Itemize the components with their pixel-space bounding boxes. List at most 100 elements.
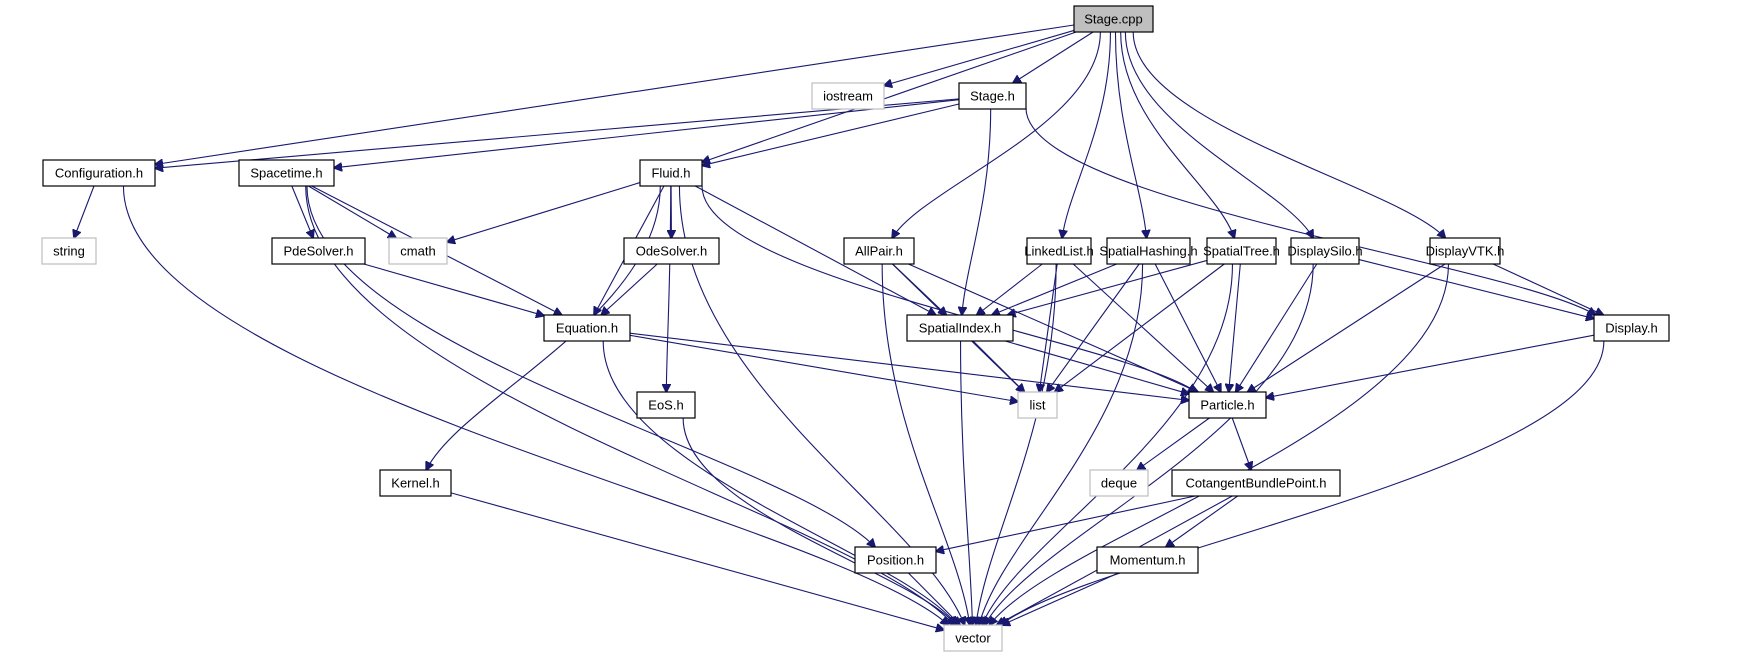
- node-label: Kernel.h: [391, 476, 439, 491]
- edge-stage_cpp-to-iostream: [884, 29, 1075, 85]
- node-label: list: [1030, 398, 1046, 413]
- edge-spatialtree_h-to-particle_h: [1229, 263, 1241, 392]
- node-label: SpatialIndex.h: [919, 321, 1001, 336]
- node-vector: vector: [943, 624, 1003, 652]
- node-box: [238, 159, 335, 187]
- node-particle-h[interactable]: Particle.h: [1188, 391, 1267, 419]
- node-fluid-h[interactable]: Fluid.h: [639, 159, 703, 187]
- node-allpair-h[interactable]: AllPair.h: [843, 237, 915, 265]
- node-box: [1593, 314, 1670, 342]
- edge-configuration_h-to-vector: [122, 185, 948, 625]
- node-label: Fluid.h: [651, 166, 690, 181]
- node-spatialhashing-h[interactable]: SpatialHashing.h: [1099, 237, 1198, 265]
- node-box: [636, 391, 696, 419]
- edge-stage_cpp-to-displaysilo_h: [1124, 31, 1313, 238]
- edge-allpair_h-to-particle_h: [908, 263, 1198, 392]
- edge-spatialtree_h-to-list: [1055, 263, 1225, 392]
- node-box: [639, 159, 703, 187]
- node-label: string: [53, 244, 85, 259]
- node-box: [1073, 5, 1154, 33]
- node-pdesolver-h[interactable]: PdeSolver.h: [271, 237, 366, 265]
- node-box: [1429, 237, 1501, 265]
- edge-stage_cpp-to-spatialtree_h: [1120, 31, 1235, 238]
- node-displaysilo-h[interactable]: DisplaySilo.h: [1287, 237, 1363, 265]
- edge-spatialtree_h-to-spatialindex_h: [1008, 259, 1208, 315]
- node-box: [41, 237, 97, 265]
- node-box: [811, 82, 885, 110]
- edge-displayvtk_h-to-particle_h: [1248, 263, 1446, 392]
- edge-spacetime_h-to-pdesolver_h: [291, 185, 313, 238]
- node-box: [623, 237, 720, 265]
- node-label: cmath: [400, 244, 435, 259]
- node-label: DisplaySilo.h: [1287, 244, 1362, 259]
- edge-stage_h-to-spacetime_h: [334, 99, 960, 168]
- edge-spatialindex_h-to-particle_h: [1005, 340, 1189, 394]
- edge-cotangentbundlepoint_h-to-momentum_h: [1166, 495, 1238, 547]
- node-label: Display.h: [1605, 321, 1658, 336]
- edge-kernel_h-to-vector: [450, 492, 944, 630]
- node-box: [1206, 237, 1277, 265]
- edge-odesolver_h-to-equation_h: [601, 263, 658, 315]
- node-label: EoS.h: [648, 398, 683, 413]
- edge-particle_h-to-deque: [1137, 417, 1210, 470]
- edge-configuration_h-to-string: [74, 185, 95, 238]
- node-position-h[interactable]: Position.h: [854, 546, 937, 574]
- edge-stage_h-to-display_h: [1025, 108, 1596, 315]
- node-box: [906, 314, 1014, 342]
- edge-position_h-to-vector: [908, 572, 960, 625]
- edge-spatialhashing_h-to-particle_h: [1154, 263, 1221, 392]
- node-stage-cpp[interactable]: Stage.cpp: [1073, 5, 1154, 33]
- node-box: [379, 469, 452, 497]
- edge-stage_cpp-to-linkedlist_h: [1062, 31, 1111, 238]
- node-box: [1106, 237, 1191, 265]
- node-kernel-h[interactable]: Kernel.h: [379, 469, 452, 497]
- edge-stage_cpp-to-allpair_h: [892, 31, 1101, 238]
- edge-stage_h-to-spatialindex_h: [962, 108, 992, 315]
- edge-fluid_h-to-cmath: [447, 182, 641, 243]
- edge-displaysilo_h-to-particle_h: [1236, 263, 1318, 392]
- edge-linkedlist_h-to-particle_h: [1072, 263, 1213, 392]
- node-cotangentbundlepoint-h[interactable]: CotangentBundlePoint.h: [1171, 469, 1341, 497]
- edge-spacetime_h-to-cmath: [308, 185, 396, 238]
- node-configuration-h[interactable]: Configuration.h: [42, 159, 156, 187]
- edge-fluid_h-to-spatialindex_h: [694, 185, 936, 315]
- node-equation-h[interactable]: Equation.h: [543, 314, 631, 342]
- edge-fluid_h-to-kernel_h: [426, 185, 661, 470]
- node-spacetime-h[interactable]: Spacetime.h: [238, 159, 335, 187]
- edge-linkedlist_h-to-spatialindex_h: [977, 263, 1043, 315]
- edge-stage_cpp-to-configuration_h: [155, 24, 1075, 165]
- edges-layer: [74, 24, 1604, 630]
- edge-displaysilo_h-to-vector: [985, 263, 1314, 625]
- node-box: [1089, 469, 1149, 497]
- node-stage-h[interactable]: Stage.h: [958, 82, 1027, 110]
- node-spatialindex-h[interactable]: SpatialIndex.h: [906, 314, 1014, 342]
- node-label: Equation.h: [556, 321, 618, 336]
- edge-stage_h-to-configuration_h: [155, 98, 960, 168]
- edge-spatialhashing_h-to-spatialindex_h: [992, 263, 1117, 315]
- node-label: deque: [1101, 476, 1137, 491]
- node-eos-h[interactable]: EoS.h: [636, 391, 696, 419]
- node-box: [42, 159, 156, 187]
- node-displayvtk-h[interactable]: DisplayVTK.h: [1426, 237, 1505, 265]
- edge-equation_h-to-list: [629, 334, 1018, 401]
- edge-spatialhashing_h-to-list: [1047, 263, 1140, 392]
- node-momentum-h[interactable]: Momentum.h: [1096, 546, 1199, 574]
- node-spatialtree-h[interactable]: SpatialTree.h: [1203, 237, 1280, 265]
- edge-linkedlist_h-to-vector: [976, 263, 1057, 625]
- edge-momentum_h-to-vector: [1002, 572, 1119, 625]
- node-odesolver-h[interactable]: OdeSolver.h: [623, 237, 720, 265]
- node-display-h[interactable]: Display.h: [1593, 314, 1670, 342]
- edge-spatialindex_h-to-list: [972, 340, 1024, 392]
- edge-spatialindex_h-to-vector: [959, 340, 973, 625]
- node-label: OdeSolver.h: [636, 244, 708, 259]
- node-label: PdeSolver.h: [283, 244, 353, 259]
- edge-displayvtk_h-to-display_h: [1492, 263, 1603, 315]
- edge-stage_cpp-to-fluid_h: [702, 31, 1077, 162]
- node-linkedlist-h[interactable]: LinkedList.h: [1024, 237, 1094, 265]
- edge-displayvtk_h-to-vector: [990, 263, 1450, 625]
- node-label: Position.h: [867, 553, 924, 568]
- node-label: Momentum.h: [1110, 553, 1186, 568]
- node-box: [854, 546, 937, 574]
- edge-cotangentbundlepoint_h-to-position_h: [936, 495, 1196, 551]
